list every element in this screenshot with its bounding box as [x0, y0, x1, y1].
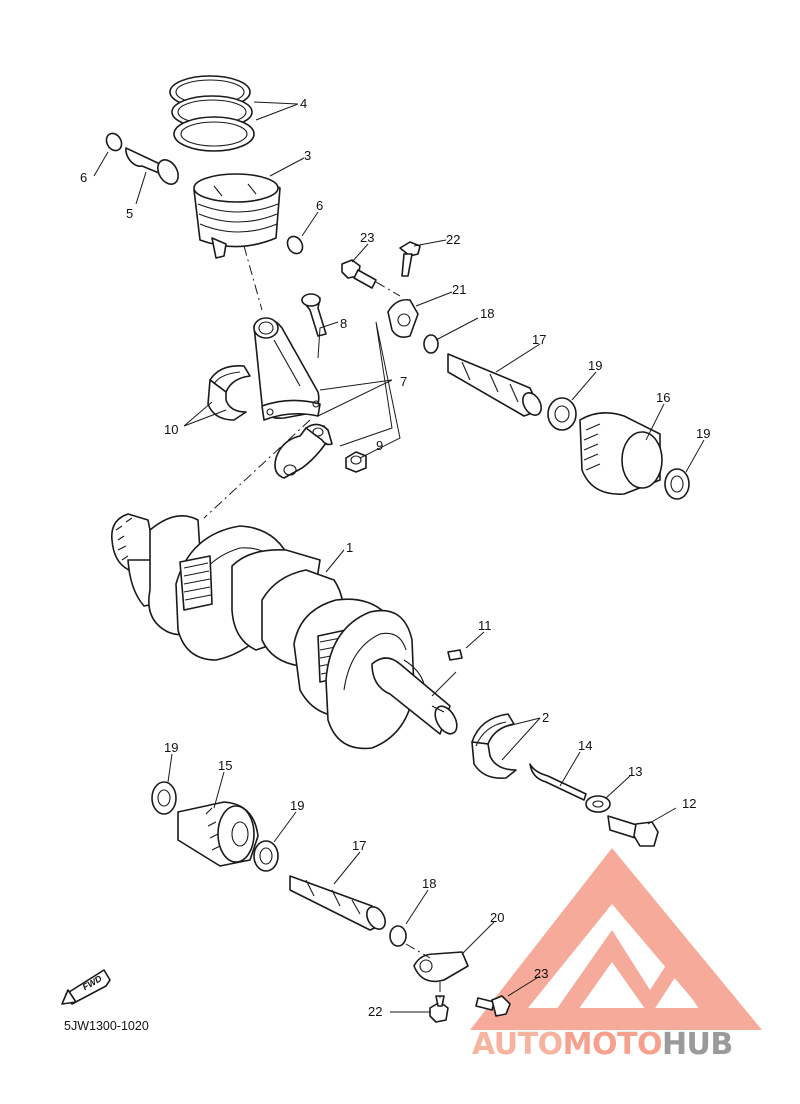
- callout-7: 7: [400, 374, 407, 389]
- rod-nut: [345, 451, 367, 473]
- balancer-shaft-upper: [447, 353, 542, 417]
- watermark-text-moto: MOTO: [563, 1027, 662, 1062]
- connecting-rod: [243, 245, 321, 421]
- watermark-logo: [470, 848, 762, 1030]
- callout-5: 5: [126, 206, 133, 221]
- bolt-12: [607, 815, 659, 847]
- callout-23-upper: 23: [360, 230, 374, 245]
- balancer-gear-16: [579, 412, 663, 495]
- callout-16: 16: [656, 390, 670, 405]
- bearing-19-b: [664, 468, 690, 500]
- callout-19-lower-left: 19: [164, 740, 178, 755]
- callout-20: 20: [490, 910, 504, 925]
- callout-9: 9: [376, 438, 383, 453]
- callout-labels: 1 2 3 4 5 6 6 7 8 9 10 11 12 13 14 15 16…: [80, 96, 710, 1019]
- callout-22-lower: 22: [368, 1004, 382, 1019]
- callout-6-left: 6: [80, 170, 87, 185]
- piston: [193, 173, 281, 259]
- callout-6-right: 6: [316, 198, 323, 213]
- bolt-23-lower: [475, 995, 511, 1017]
- callout-19-lower-right: 19: [290, 798, 304, 813]
- callout-18-lower: 18: [422, 876, 436, 891]
- balancer-shaft-lower: [289, 875, 386, 931]
- callout-11: 11: [478, 618, 492, 633]
- watermark-m-icon: [556, 930, 720, 1016]
- callout-23-lower: 23: [534, 966, 548, 981]
- callout-18-upper: 18: [480, 306, 494, 321]
- leader-lines: [93, 101, 705, 1013]
- callout-15: 15: [218, 758, 232, 773]
- callout-21: 21: [452, 282, 466, 297]
- rod-bolt: [301, 293, 327, 337]
- balancer-weight-21: [387, 298, 419, 338]
- bolt-22-lower: [429, 995, 449, 1023]
- callout-1: 1: [346, 540, 353, 555]
- callout-2: 2: [542, 710, 549, 725]
- callout-17-lower: 17: [352, 838, 366, 853]
- woodruff-key: [447, 649, 463, 661]
- bearing-19-a: [547, 397, 577, 431]
- balancer-weight-20: [413, 951, 469, 983]
- diagram-code: 5JW1300-1020: [64, 1019, 149, 1033]
- callout-19-upper-left: 19: [588, 358, 602, 373]
- bolt-23-upper: [341, 259, 377, 289]
- watermark-text: AUTOMOTOHUB: [472, 1027, 733, 1062]
- callout-14: 14: [578, 738, 592, 753]
- callout-12: 12: [682, 796, 696, 811]
- oil-pipe: [529, 763, 587, 801]
- main-bearings: [471, 713, 517, 780]
- piston-pin-group: [105, 132, 304, 255]
- callout-3: 3: [304, 148, 311, 163]
- callout-10: 10: [164, 422, 178, 437]
- callout-19-upper-right: 19: [696, 426, 710, 441]
- rod-cap: [274, 423, 333, 479]
- balancer-gear-15: [177, 801, 259, 867]
- piston-rings: [169, 75, 255, 152]
- o-ring-lower: [389, 925, 407, 947]
- callout-4: 4: [300, 96, 307, 111]
- forward-arrow-icon: [61, 969, 111, 1005]
- callout-8: 8: [340, 316, 347, 331]
- callout-22-upper: 22: [446, 232, 460, 247]
- crankshaft: [111, 513, 458, 750]
- watermark-text-hub: HUB: [662, 1027, 733, 1062]
- watermark-text-auto: AUTO: [472, 1027, 563, 1062]
- callout-17-upper: 17: [532, 332, 546, 347]
- washer: [585, 795, 611, 813]
- callout-13: 13: [628, 764, 642, 779]
- bolt-22-upper: [399, 241, 421, 277]
- o-ring-upper: [423, 334, 439, 354]
- bearing-19-d: [253, 840, 279, 872]
- bearing-19-c: [151, 781, 177, 815]
- big-end-bearings: [207, 364, 251, 421]
